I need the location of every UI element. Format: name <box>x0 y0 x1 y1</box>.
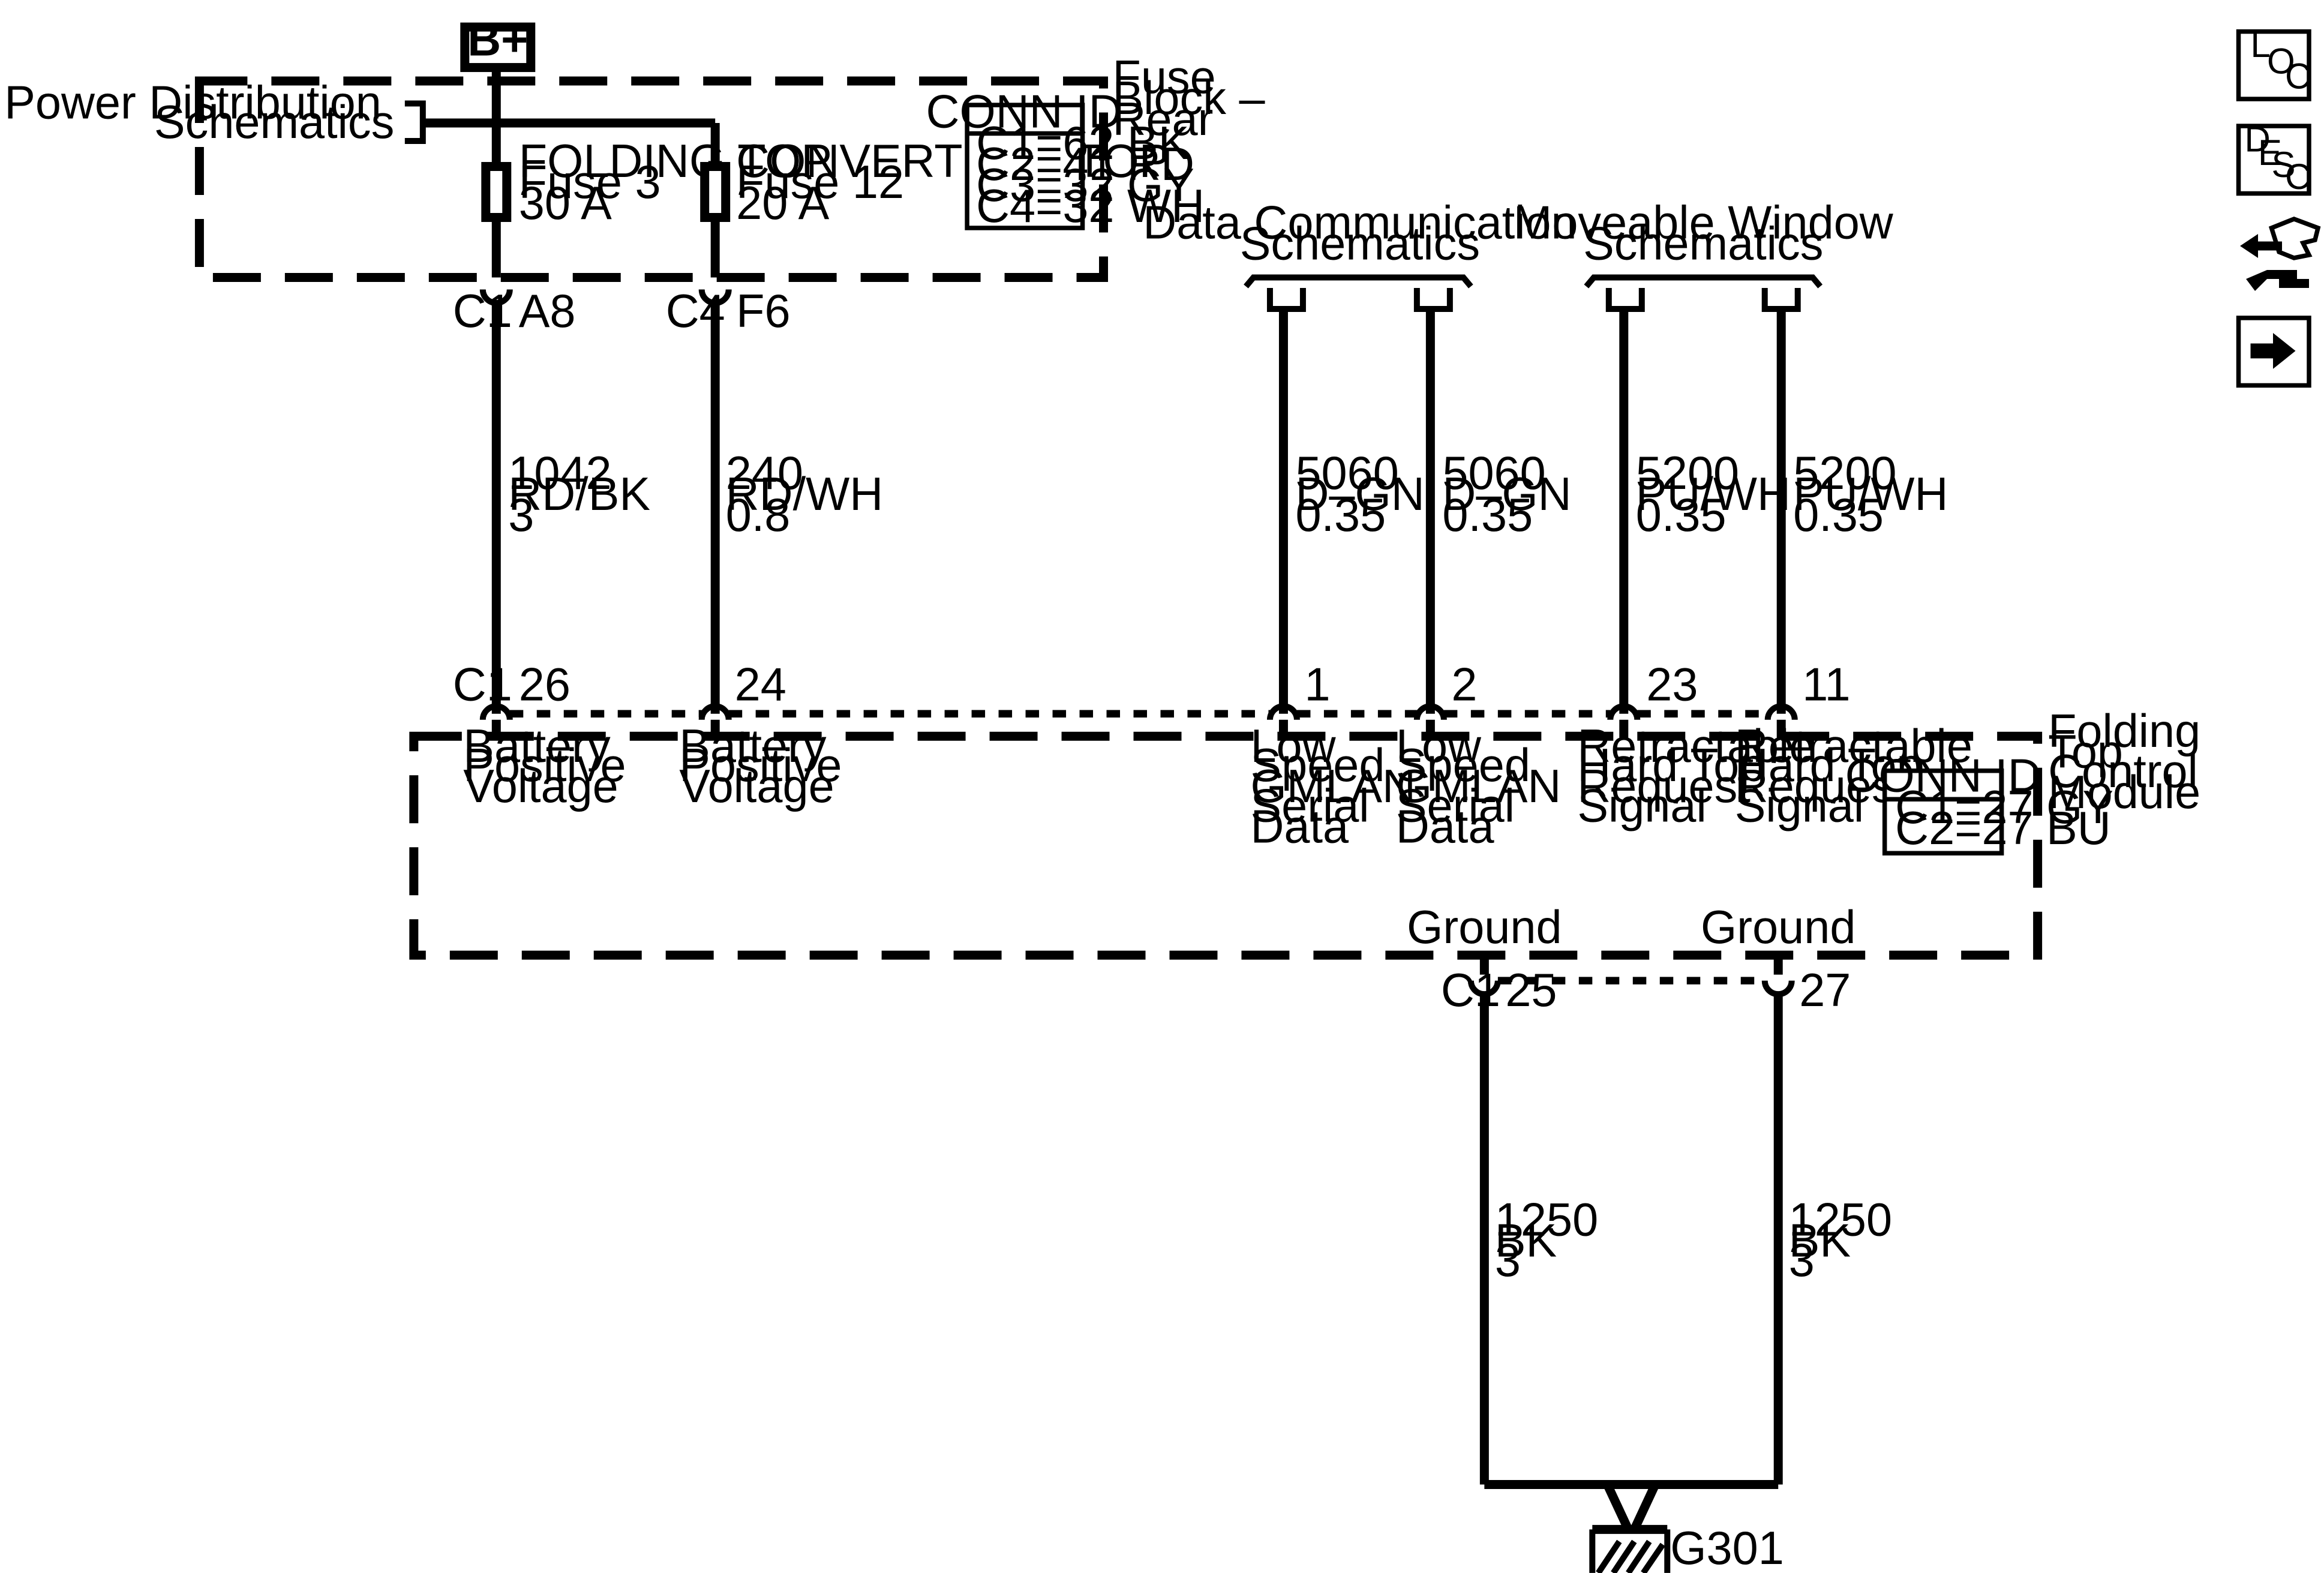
svg-text:Data CommunicationSchematics: Data CommunicationSchematics <box>1143 197 1577 269</box>
fuse-block-conn-id-table: CONN ID C1=62 BK C2=41 RD C3=32 GY C4=32… <box>926 86 1207 232</box>
pin-function-label: RetractableHard TopRequestSignal <box>1735 721 1972 832</box>
connector-label: C1 <box>453 286 512 337</box>
pin-label: 11 <box>1802 659 1850 710</box>
connector-label: C1 <box>453 659 512 710</box>
ground-wire-1250-a: 1250BK3 <box>1479 992 1598 1485</box>
pin-function-label: BatteryPositiveVoltage <box>463 721 626 812</box>
svg-text:C: C <box>2285 157 2311 197</box>
pin-label: 23 <box>1646 659 1698 710</box>
pin-function-label: LowSpeedGMLANSerialData <box>1396 721 1561 853</box>
svg-text:CONN ID: CONN ID <box>926 86 1122 138</box>
pin-label: 24 <box>735 659 786 710</box>
svg-text:D: D <box>2245 119 2271 160</box>
wire-1042: 1042RD/BK3 <box>491 301 650 714</box>
svg-text:CONN ID: CONN ID <box>1845 751 2041 802</box>
pin-label: 25 <box>1505 965 1557 1016</box>
power-distribution-reference[interactable]: Power Distribution Schematics <box>4 77 426 148</box>
pin-label: 27 <box>1799 965 1851 1016</box>
module-conn-id-table: CONN ID C1=27 GY C2=27 BU <box>1845 751 2126 855</box>
pin-label: 1 <box>1304 659 1330 710</box>
connector-label: C1 <box>1441 965 1500 1016</box>
svg-text:1042RD/BK3: 1042RD/BK3 <box>508 448 650 541</box>
ground-pin-label: Ground <box>1701 902 1855 953</box>
ground-point-g301 <box>1589 1482 1671 1573</box>
diagnostic-hand-icon[interactable] <box>2240 216 2321 291</box>
svg-text:5200PU/WH0.35: 5200PU/WH0.35 <box>1636 448 1791 541</box>
pin-label: F6 <box>736 286 790 337</box>
svg-text:S: S <box>2272 145 2296 185</box>
ground-pin-label: Ground <box>1407 902 1562 953</box>
svg-text:1250BK3: 1250BK3 <box>1495 1194 1598 1286</box>
svg-text:C1=62 BK C2=41 RD: C1=62 BK C2=41 RD C3=32 GY C4=32 WH <box>976 118 1207 232</box>
wire-240: 240RD/WH0.8 <box>710 301 883 714</box>
wire-5200-b: 5200PU/WH0.35 <box>1776 308 1948 714</box>
description-icon[interactable]: D E S C <box>2236 119 2311 197</box>
fuse-convertible-top <box>700 162 731 222</box>
location-icon[interactable]: L O C <box>2236 25 2311 101</box>
pin-function-label: RetractableHard TopRequestSignal <box>1577 721 1815 832</box>
ground-point-label: G301 <box>1670 1523 1784 1573</box>
fuse-folding-top <box>481 162 512 222</box>
svg-text:O: O <box>2267 41 2295 82</box>
moveable-window-reference[interactable]: Moveable WindowSchematics <box>1514 197 1894 312</box>
wire-5200-a: 5200PU/WH0.35 <box>1619 308 1791 714</box>
fuse-convertible-top-label: CONVERTIBLE TOP Fuse 12 20 A <box>736 136 1183 229</box>
next-arrow-icon[interactable] <box>2236 316 2311 388</box>
svg-text:C1=27 GY C2=27 BU: C1=27 GY C2=27 BU <box>1895 782 2126 854</box>
pin-label: A8 <box>519 286 576 337</box>
pin-label: 26 <box>519 659 571 710</box>
wire-5060-a: 5060D–GN0.35 <box>1278 308 1425 714</box>
pin-function-label: LowSpeedGMLANSerialData <box>1250 721 1416 853</box>
pin-label: 2 <box>1451 659 1477 710</box>
svg-text:1250BK3: 1250BK3 <box>1789 1194 1892 1286</box>
ground-wire-1250-b: 1250BK3 <box>1773 992 1892 1485</box>
svg-text:240RD/WH0.8: 240RD/WH0.8 <box>726 448 883 541</box>
svg-text:C: C <box>2285 56 2311 97</box>
fuse-block-rear <box>194 76 1109 282</box>
svg-text:L: L <box>2251 25 2271 65</box>
fuse-folding-top-label: FOLDING TOP Fuse 3 30 A <box>519 136 845 229</box>
pin-function-label: BatteryPositiveVoltage <box>679 721 842 812</box>
svg-text:5200PU/WH0.35: 5200PU/WH0.35 <box>1793 448 1948 541</box>
svg-text:5060D–GN0.35: 5060D–GN0.35 <box>1442 448 1571 541</box>
data-communication-reference[interactable]: Data CommunicationSchematics <box>1143 197 1577 312</box>
svg-text:Moveable WindowSchematics: Moveable WindowSchematics <box>1514 197 1894 269</box>
wire-5060-b: 5060D–GN0.35 <box>1425 308 1572 714</box>
svg-text:E: E <box>2258 133 2282 173</box>
battery-source-label: B+ <box>467 14 528 66</box>
svg-text:Power Distribution Schem: Power Distribution Schematics <box>4 77 394 148</box>
fuse-block-title: Fuse Block – Rear <box>1113 52 1278 145</box>
svg-text:5060D–GN0.35: 5060D–GN0.35 <box>1295 448 1424 541</box>
folding-top-control-module <box>409 731 2043 960</box>
module-title: Folding Top Control Module <box>2048 706 2214 818</box>
